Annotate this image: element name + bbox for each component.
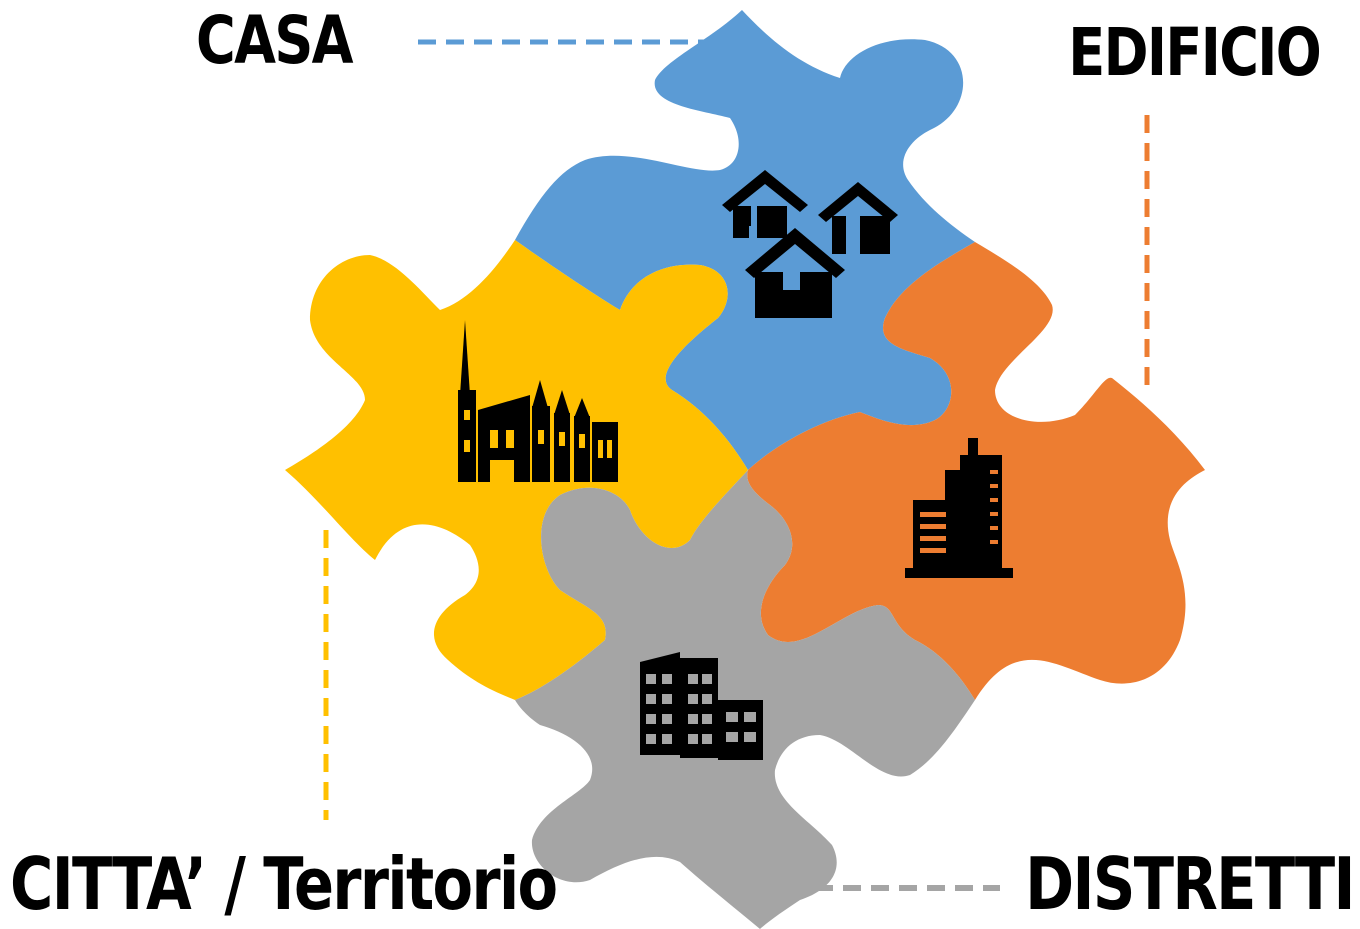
cathedral-icon bbox=[458, 320, 618, 482]
label-edificio: EDIFICIO bbox=[1068, 14, 1322, 91]
label-casa: CASA bbox=[196, 2, 354, 79]
puzzle-piece-gray bbox=[515, 470, 975, 929]
puzzle-piece-blue bbox=[515, 10, 975, 470]
buildings-icon bbox=[640, 652, 763, 760]
skyscraper-icon bbox=[905, 438, 1013, 578]
houses-icon bbox=[722, 170, 898, 318]
label-distretti: DISTRETTI bbox=[1025, 842, 1355, 926]
label-citta-territorio: CITTA’ / Territorio bbox=[10, 842, 558, 926]
